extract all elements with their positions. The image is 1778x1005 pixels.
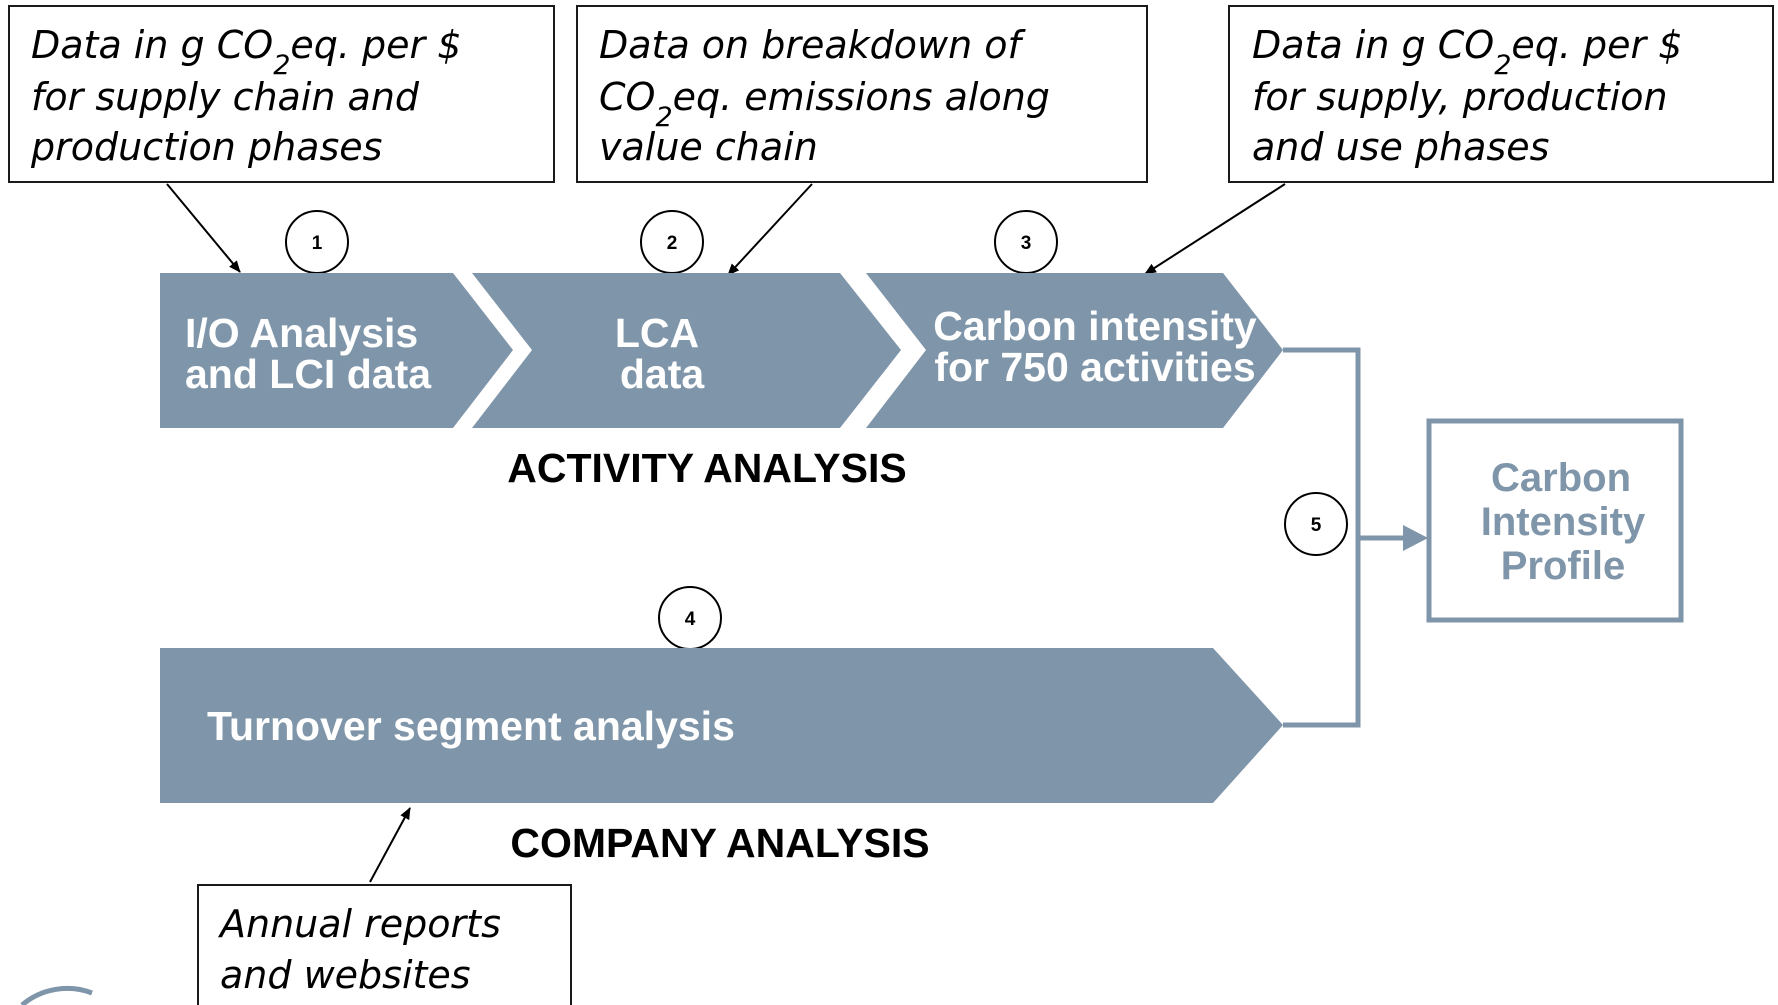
- note-carbon-data-line1: Data in g CO2eq. per $: [1252, 23, 1682, 81]
- chevron-turnover-segment-label: Turnover segment analysis: [207, 703, 735, 749]
- chevron-carbon-intensity-line2: for 750 activities: [934, 344, 1255, 390]
- note-carbon-data-line2: for supply, production: [1252, 75, 1668, 119]
- note-io-data-line2: for supply chain and: [31, 75, 420, 119]
- chevron-lca-line2: data: [620, 351, 706, 397]
- chevron-carbon-intensity: Carbon intensity for 750 activities: [866, 273, 1283, 428]
- note-annual-reports-line2: and websites: [220, 953, 471, 997]
- step-badge-1-number: 1: [312, 233, 323, 254]
- chevron-io-analysis-line1: I/O Analysis: [185, 310, 418, 356]
- section-label-activity: ACTIVITY ANALYSIS: [507, 445, 906, 491]
- step-badge-5-circle: [1284, 492, 1348, 556]
- chevron-lca-shape: [472, 273, 901, 428]
- section-label-company: COMPANY ANALYSIS: [510, 820, 929, 866]
- note-carbon-data: Data in g CO2eq. per $ for supply, produ…: [1228, 5, 1774, 183]
- step-badge-4-number: 4: [685, 609, 696, 630]
- step-badge-2-number: 2: [667, 233, 678, 254]
- merge-connector: [1283, 347, 1428, 728]
- note-lca-data-line1: Data on breakdown of: [599, 23, 1027, 67]
- pointer-arrow-io: [166, 183, 241, 273]
- step-badge-5-number: 5: [1311, 515, 1322, 536]
- note-io-data: Data in g CO2eq. per $ for supply chain …: [8, 5, 555, 183]
- carbon-intensity-profile-line1: Carbon: [1491, 456, 1631, 500]
- chevron-carbon-intensity-line1: Carbon intensity: [933, 303, 1257, 349]
- chevron-turnover-segment-shape: [160, 648, 1283, 803]
- note-lca-data-line3: value chain: [599, 125, 818, 169]
- note-carbon-data-box: [1228, 5, 1774, 183]
- note-io-data-line3: production phases: [30, 125, 382, 169]
- note-lca-data-line2: CO2eq. emissions along: [599, 75, 1050, 133]
- carbon-intensity-profile-line2: Intensity: [1481, 500, 1646, 544]
- note-io-data-box: [8, 5, 555, 183]
- note-annual-reports: Annual reports and websites: [197, 884, 572, 1005]
- note-annual-reports-line1: Annual reports: [217, 902, 501, 946]
- carbon-intensity-profile-box: [1426, 418, 1684, 623]
- chevron-io-analysis-shape: [160, 273, 513, 428]
- merge-arrow-head: [1403, 525, 1428, 551]
- chevron-lca-line1: LCA: [615, 310, 699, 356]
- carbon-intensity-profile-line3: Profile: [1501, 544, 1625, 588]
- chevron-lca: LCA data: [472, 273, 901, 428]
- chevron-turnover-segment: Turnover segment analysis: [160, 648, 1283, 803]
- step-badge-5: 5: [1284, 492, 1348, 556]
- step-badge-4: 4: [658, 586, 722, 650]
- carbon-intensity-profile: Carbon Intensity Profile: [1426, 418, 1684, 623]
- chevron-io-analysis-line2: and LCI data: [185, 351, 432, 397]
- step-badge-3-number: 3: [1021, 233, 1032, 254]
- note-annual-reports-box: [197, 884, 572, 1005]
- chevron-io-analysis: I/O Analysis and LCI data: [160, 273, 513, 428]
- note-io-data-line1: Data in g CO2eq. per $: [31, 23, 461, 81]
- note-lca-data-box: [576, 5, 1148, 183]
- step-badge-1: 1: [285, 210, 349, 274]
- note-carbon-data-line3: and use phases: [1252, 125, 1549, 169]
- chevron-carbon-intensity-shape: [866, 273, 1283, 428]
- step-badge-3: 3: [994, 210, 1058, 274]
- step-badge-2: 2: [640, 210, 704, 274]
- pointer-arrow-lca: [727, 183, 813, 276]
- logo-arc-fragment: [20, 985, 93, 1005]
- pointer-arrow-carbon: [1144, 183, 1286, 275]
- pointer-arrow-annual: [369, 807, 411, 883]
- note-lca-data: Data on breakdown of CO2eq. emissions al…: [576, 5, 1148, 183]
